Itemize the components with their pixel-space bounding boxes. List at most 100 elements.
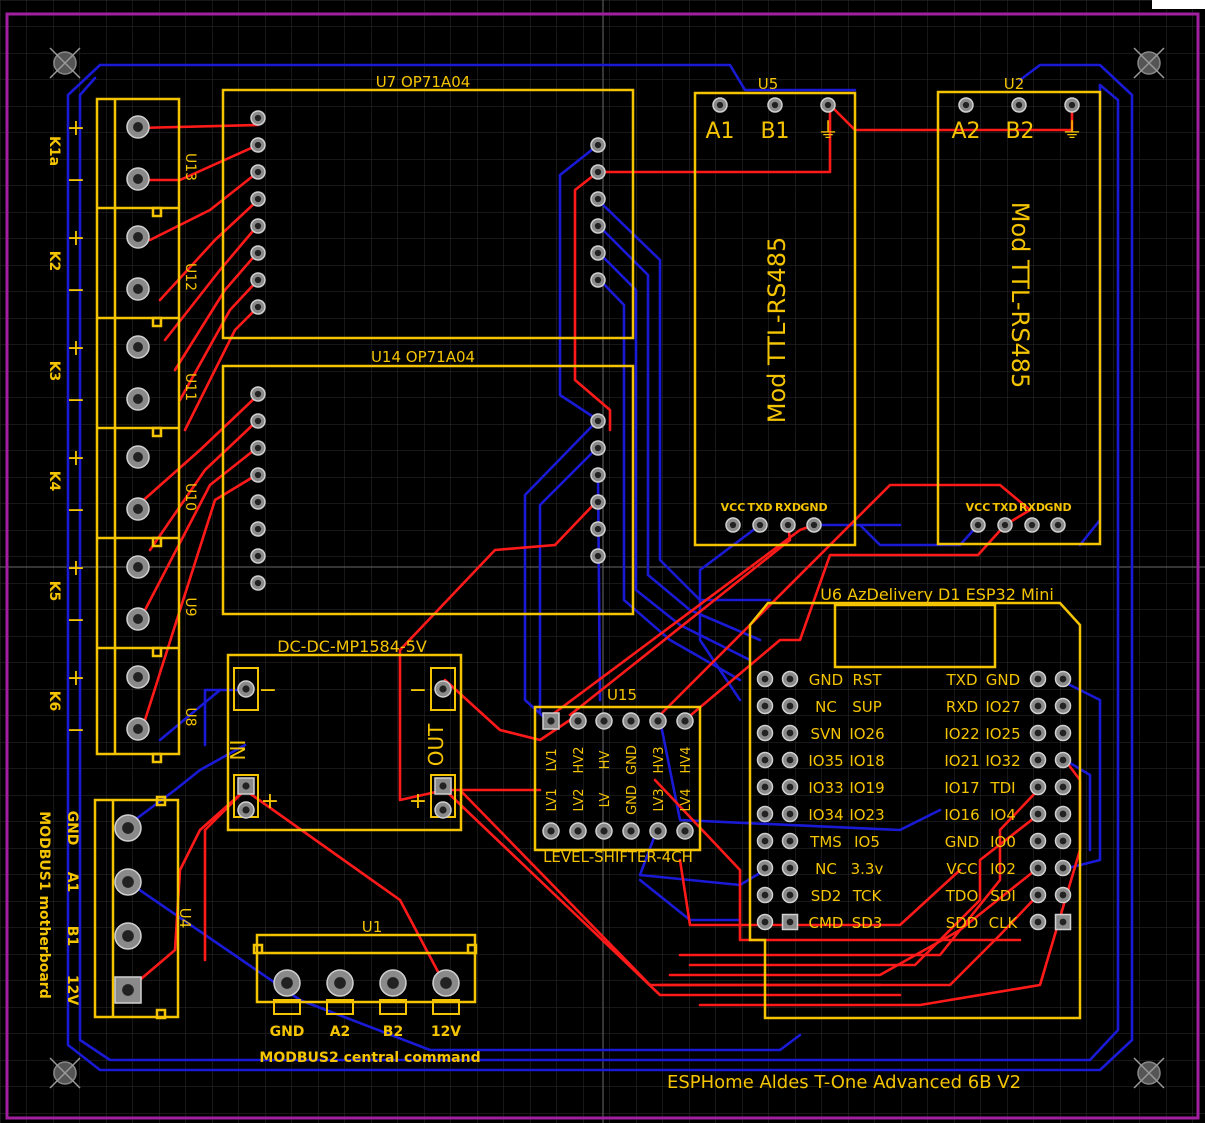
relay-minus-sign-2: − bbox=[67, 278, 85, 303]
relay-k-label-6: K6 bbox=[46, 691, 62, 712]
relay-plus-sign-6: + bbox=[67, 666, 85, 691]
module1-right-pin-4 bbox=[590, 218, 606, 234]
esp32-label-r3c3: IO22 bbox=[944, 725, 979, 743]
rs485-2-pin-label-3: RXD bbox=[1019, 501, 1045, 514]
rs485-2-bottom-pin-2 bbox=[997, 517, 1013, 533]
u6-esp32-module: U6 AzDelivery D1 ESP32 Mini bbox=[748, 585, 1082, 1020]
relay-pad-minus-5 bbox=[126, 607, 150, 631]
esp32-pin-r3c3 bbox=[1029, 724, 1047, 742]
esp32-label-r1c3: TXD bbox=[946, 671, 978, 689]
relay-pad-minus-6 bbox=[126, 717, 150, 741]
esp32-pin-r5c2 bbox=[781, 778, 799, 796]
esp32-pin-r5c3 bbox=[1029, 778, 1047, 796]
rs485-2-bottom-pin-3 bbox=[1024, 517, 1040, 533]
relay-minus-sign-5: − bbox=[67, 608, 85, 633]
shifter-top-pin-6 bbox=[676, 712, 694, 730]
shifter-bottom-pin-3 bbox=[595, 822, 613, 840]
dcdc-out-plus-pad-2 bbox=[434, 801, 452, 819]
relay-u-label-1: U13 bbox=[182, 153, 198, 181]
rs485-pads bbox=[712, 97, 1080, 533]
relay-minus-sign-3: − bbox=[67, 388, 85, 413]
esp32-pin-r10c3 bbox=[1029, 913, 1047, 931]
relay-plus-sign-5: + bbox=[67, 556, 85, 581]
u5-module-name: Mod TTL-RS485 bbox=[763, 237, 791, 423]
relay-plus-sign-2: + bbox=[67, 226, 85, 251]
esp32-pin-r9c4 bbox=[1054, 886, 1072, 904]
esp32-pin-r8c1 bbox=[756, 859, 774, 877]
module1-right-pin-2 bbox=[590, 164, 606, 180]
esp32-label-r4c4: IO32 bbox=[985, 752, 1020, 770]
esp32-pin-r10c4 bbox=[1054, 913, 1072, 931]
esp32-label-r6c3: IO16 bbox=[944, 806, 979, 824]
esp32-label-r8c1: NC bbox=[815, 860, 837, 878]
relay-plus-sign-3: + bbox=[67, 336, 85, 361]
esp32-pin-r6c3 bbox=[1029, 805, 1047, 823]
u4-pin-label-4: 12V bbox=[64, 975, 80, 1005]
bottom-copper-traces bbox=[66, 63, 1134, 1072]
shifter-bottom-label-6: LV4 bbox=[679, 789, 694, 812]
rs485-1-bottom-pin-2 bbox=[752, 517, 768, 533]
shifter-top-label-5: HV3 bbox=[652, 747, 667, 774]
relay-pad-plus-6 bbox=[126, 665, 150, 689]
shifter-top-label-1: LV1 bbox=[545, 749, 560, 772]
dcdc-label: DC-DC-MP1584-5V bbox=[277, 637, 427, 656]
u5-label: U5 bbox=[758, 75, 779, 93]
esp32-label-r8c4: IO2 bbox=[990, 860, 1016, 878]
module1-left-pin-1 bbox=[250, 110, 266, 126]
shifter-bottom-pin-6 bbox=[676, 822, 694, 840]
dcdc-out-label: OUT bbox=[424, 723, 448, 766]
u4-pin-4 bbox=[114, 976, 142, 1004]
shifter-top-pin-3 bbox=[595, 712, 613, 730]
module1-left-pin-5 bbox=[250, 218, 266, 234]
rs485-1-pin-label-4: GND bbox=[800, 501, 827, 514]
esp32-label-r8c3: VCC bbox=[946, 860, 977, 878]
esp32-pin-r10c1 bbox=[756, 913, 774, 931]
shifter-bottom-pin-2 bbox=[569, 822, 587, 840]
relay-pad-plus-1 bbox=[126, 115, 150, 139]
shifter-top-label-3: HV bbox=[598, 751, 613, 770]
relay-pad-minus-4 bbox=[126, 497, 150, 521]
u1-pin-2 bbox=[326, 969, 354, 997]
rs485-1-pin-label-1: VCC bbox=[721, 501, 746, 514]
esp32-pin-r7c4 bbox=[1054, 832, 1072, 850]
module2-left-pin-2 bbox=[250, 413, 266, 429]
module1-left-pin-4 bbox=[250, 191, 266, 207]
esp32-pin-r6c4 bbox=[1054, 805, 1072, 823]
relay-u-label-3: U11 bbox=[182, 373, 198, 401]
module2-left-pin-7 bbox=[250, 548, 266, 564]
rs485-1-bottom-pin-4 bbox=[806, 517, 822, 533]
u5-pin-gnd: ⏚ bbox=[817, 119, 839, 144]
shifter-top-pin-2 bbox=[569, 712, 587, 730]
esp32-label-r3c2: IO26 bbox=[849, 725, 884, 743]
esp32-pin-r4c3 bbox=[1029, 751, 1047, 769]
relay-terminal-column bbox=[95, 97, 181, 764]
esp32-pin-r1c2 bbox=[781, 670, 799, 688]
module2-left-pin-1 bbox=[250, 386, 266, 402]
shifter-top-pin-5 bbox=[649, 712, 667, 730]
shifter-top-label-4: GND bbox=[625, 745, 640, 775]
esp32-label-r1c1: GND bbox=[809, 671, 843, 689]
u1-pin-4 bbox=[432, 969, 460, 997]
relay-pad-plus-2 bbox=[126, 225, 150, 249]
esp32-label-r7c3: GND bbox=[945, 833, 979, 851]
esp32-pin-r3c2 bbox=[781, 724, 799, 742]
u2-module-name: Mod TTL-RS485 bbox=[1006, 202, 1034, 388]
dcdc-in-label: IN bbox=[225, 740, 249, 761]
module2-right-pin-6 bbox=[590, 548, 606, 564]
shifter-top-label-6: HV4 bbox=[679, 747, 694, 774]
module2-right-pin-5 bbox=[590, 521, 606, 537]
rs485-2-pin-label-2: TXD bbox=[992, 501, 1017, 514]
esp32-label-r7c4: IO0 bbox=[990, 833, 1016, 851]
u2-rs485-module: U2 A2 B2 ⏚ Mod TTL-RS485 bbox=[936, 75, 1102, 546]
relay-labels: +−K1aU13+−K2U12+−K3U11+−K4U10+−K5U9+−K6U… bbox=[46, 116, 198, 743]
u2-label: U2 bbox=[1004, 75, 1025, 93]
esp32-label-r3c1: SVN bbox=[810, 725, 841, 743]
module2-right-pin-3 bbox=[590, 467, 606, 483]
esp32-label-r1c2: RST bbox=[852, 671, 882, 689]
u1-modbus2-connector: U1 MODBUS2 central command bbox=[252, 918, 481, 1066]
esp32-pin-r7c2 bbox=[781, 832, 799, 850]
esp32-label-r2c3: RXD bbox=[946, 698, 978, 716]
